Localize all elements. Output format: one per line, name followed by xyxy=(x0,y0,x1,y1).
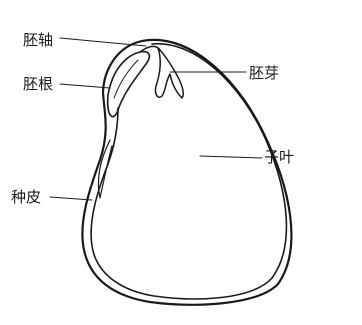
leader-cotyledon xyxy=(200,156,262,158)
cotyledon-outline xyxy=(91,44,286,299)
leader-seed-coat xyxy=(50,197,92,200)
leader-hypocotyl xyxy=(60,38,146,46)
hypocotyl-label: 胚轴 xyxy=(23,31,53,49)
radicle-label: 胚根 xyxy=(23,75,53,93)
cotyledon-label: 子叶 xyxy=(264,148,294,166)
seed-coat-inner-sliver xyxy=(98,140,112,198)
plumule-label: 胚芽 xyxy=(249,64,279,82)
plumule-shape xyxy=(155,48,183,98)
seed-coat-label: 种皮 xyxy=(11,188,41,206)
